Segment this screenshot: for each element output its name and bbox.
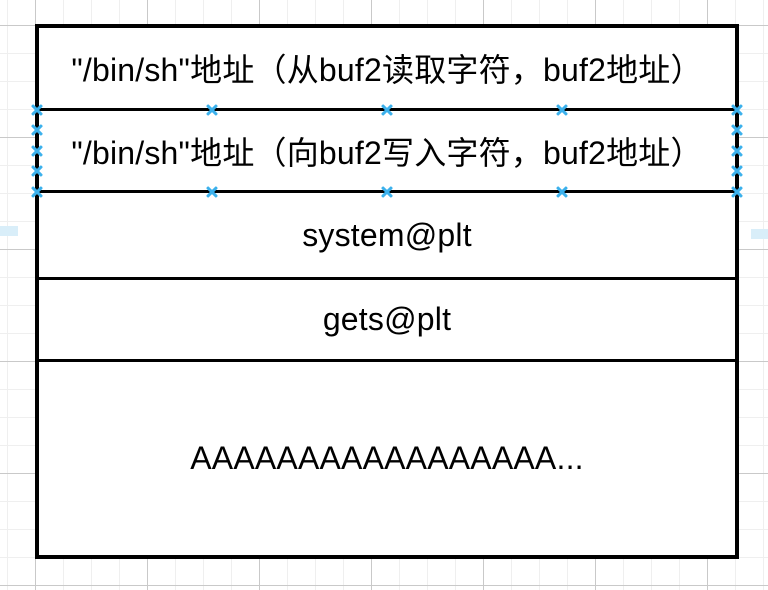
connection-point-icon[interactable] — [206, 186, 218, 198]
connection-point-icon[interactable] — [206, 104, 218, 116]
canvas-edge-highlight-left — [0, 226, 18, 236]
row-padding-overflow[interactable]: AAAAAAAAAAAAAAAAA... — [190, 440, 584, 476]
connection-point-icon[interactable] — [731, 145, 743, 157]
connection-point-icon[interactable] — [731, 104, 743, 116]
connection-point-icon[interactable] — [381, 104, 393, 116]
row-gets-plt[interactable]: gets@plt — [39, 280, 735, 362]
connection-point-icon[interactable] — [31, 104, 43, 116]
row-system-plt[interactable]: system@plt — [39, 193, 735, 280]
connection-point-icon[interactable] — [731, 124, 743, 136]
row-binsh-addr-read[interactable]: "/bin/sh"地址（从buf2读取字符，buf2地址） — [39, 28, 735, 111]
canvas-edge-highlight-right — [751, 229, 768, 239]
connection-point-icon[interactable] — [31, 186, 43, 198]
connection-point-icon[interactable] — [381, 186, 393, 198]
connection-point-icon[interactable] — [31, 145, 43, 157]
row-binsh-addr-write[interactable]: "/bin/sh"地址（向buf2写入字符，buf2地址） — [39, 111, 735, 193]
connection-point-icon[interactable] — [556, 104, 568, 116]
connection-point-icon[interactable] — [556, 186, 568, 198]
connection-point-icon[interactable] — [31, 165, 43, 177]
connection-point-icon[interactable] — [731, 165, 743, 177]
connection-point-icon[interactable] — [731, 186, 743, 198]
connection-point-icon[interactable] — [31, 124, 43, 136]
